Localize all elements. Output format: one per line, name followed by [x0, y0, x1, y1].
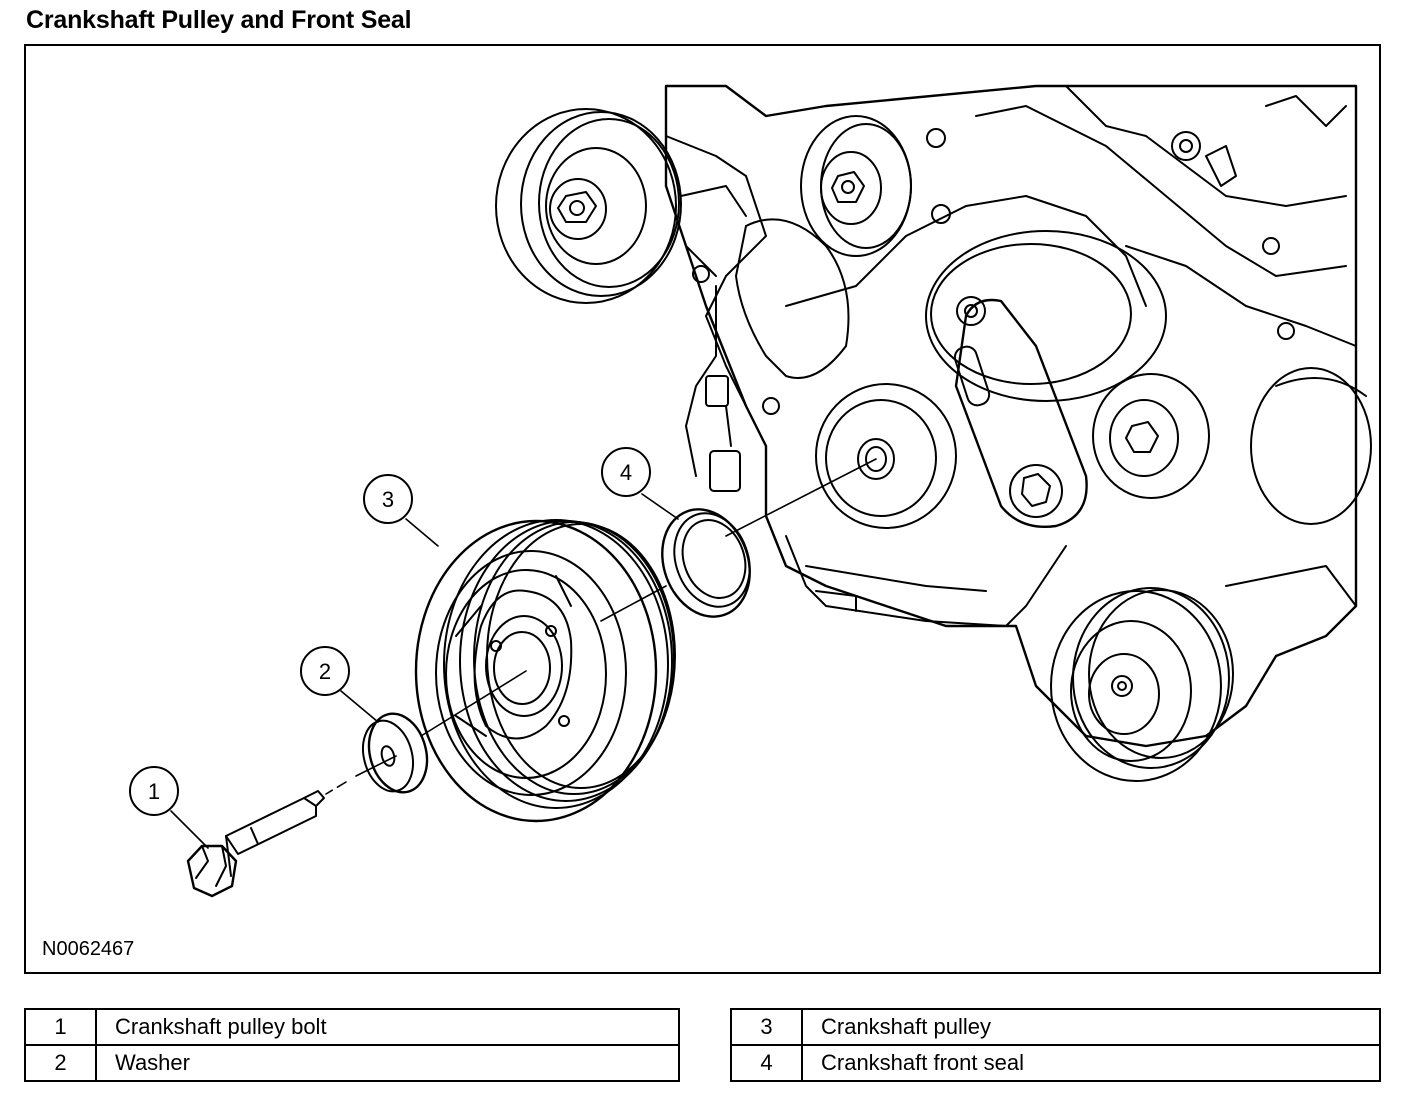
figure-number: N0062467 [42, 938, 135, 960]
legend-number: 2 [24, 1044, 97, 1082]
page-title: Crankshaft Pulley and Front Seal [26, 6, 412, 34]
legend-row: 4 Crankshaft front seal [730, 1044, 1381, 1082]
exploded-view-figure: 1 2 3 4 N0062467 [24, 44, 1381, 974]
legend-table-left: 1 Crankshaft pulley bolt 2 Washer [24, 1008, 680, 1082]
legend-row: 3 Crankshaft pulley [730, 1008, 1381, 1046]
callout-3: 3 [363, 474, 439, 547]
idler-pulley-upper-left-illustration [495, 108, 682, 304]
idler-pulley-right-illustration [1092, 367, 1372, 525]
legend-number: 4 [730, 1044, 803, 1082]
exploded-view-drawing: 1 2 3 4 [129, 84, 1372, 898]
legend-row: 2 Washer [24, 1044, 680, 1082]
legend-row: 1 Crankshaft pulley bolt [24, 1008, 680, 1046]
legend-number: 1 [24, 1008, 97, 1046]
legend-part-name: Washer [95, 1044, 680, 1082]
legend-table-right: 3 Crankshaft pulley 4 Crankshaft front s… [730, 1008, 1381, 1082]
callout-1-number: 1 [148, 779, 160, 804]
callout-2-number: 2 [319, 659, 331, 684]
crankshaft-front-seal-illustration [661, 508, 751, 618]
belt-tensioner-illustration [953, 296, 1088, 528]
crankshaft-snout-illustration [815, 383, 957, 529]
callout-4-number: 4 [620, 460, 632, 485]
crankshaft-pulley-illustration [414, 519, 676, 823]
sensor-bracket-upper-right-illustration [692, 95, 1347, 340]
callout-1: 1 [129, 766, 209, 849]
compressor-pulley-illustration [1050, 565, 1357, 782]
callout-4: 4 [601, 447, 679, 520]
legend-part-name: Crankshaft pulley [801, 1008, 1381, 1046]
legend-part-name: Crankshaft pulley bolt [95, 1008, 680, 1046]
callout-3-number: 3 [382, 487, 394, 512]
legend-part-name: Crankshaft front seal [801, 1044, 1381, 1082]
crankshaft-pulley-bolt-illustration [186, 790, 325, 898]
idler-pulley-upper-center-illustration [800, 115, 912, 257]
legend-number: 3 [730, 1008, 803, 1046]
engine-front-cover-illustration [664, 84, 1358, 748]
explode-axis-line [325, 458, 877, 795]
timing-cover-boss-illustration [925, 230, 1167, 402]
wiring-connector-illustration [685, 285, 780, 492]
callout-2: 2 [300, 646, 379, 723]
washer-illustration [362, 712, 429, 794]
